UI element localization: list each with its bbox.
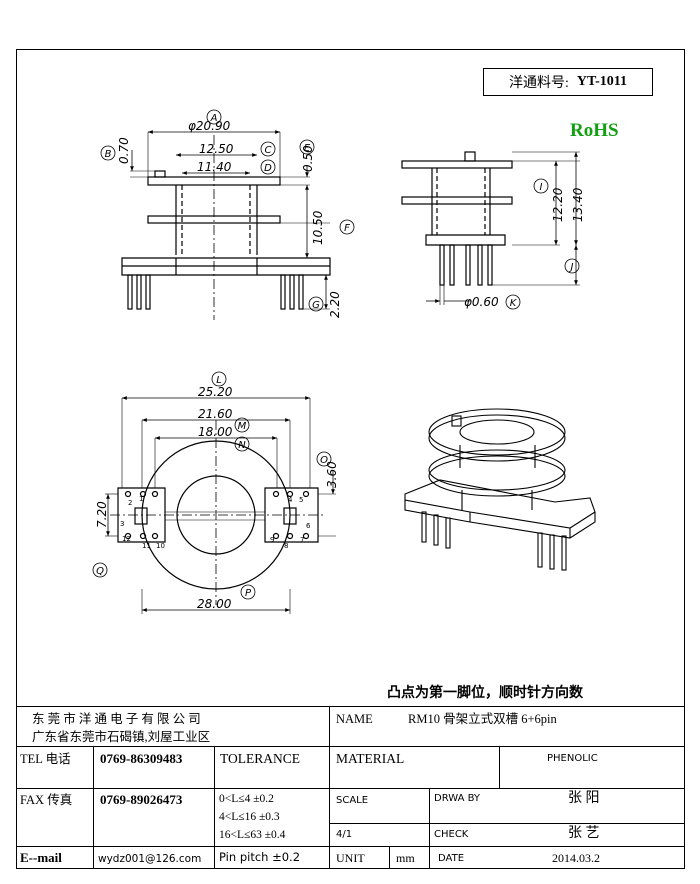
svg-text:12: 12 [122, 535, 131, 543]
front-view-labels: φ20.90 12.50 11.40 0.70 0.50 10.50 2.20 [117, 119, 342, 318]
dim-Q: 7.20 [95, 501, 109, 528]
svg-text:5: 5 [299, 496, 303, 504]
dim-H: 13.40 [571, 187, 585, 222]
tolerance-row-3: 16<L≤63 ±0.4 [219, 829, 286, 841]
side-letters: I J K [510, 182, 574, 309]
svg-text:O: O [320, 455, 328, 466]
dim-P: 28.00 [197, 597, 232, 611]
drawing-sheet [16, 49, 685, 869]
svg-text:4: 4 [288, 496, 293, 504]
svg-text:N: N [238, 440, 246, 451]
side-view-labels: 12.20 13.40 φ0.60 [464, 187, 585, 309]
dim-L: 25.20 [198, 385, 233, 399]
check-value: 张 艺 [568, 826, 600, 841]
svg-text:7: 7 [300, 536, 304, 544]
tolerance-row-4: Pin pitch ±0.2 [219, 850, 301, 864]
dim-N: 18.00 [198, 425, 233, 439]
dim-O: 3.60 [325, 461, 339, 488]
unit-label: UNIT [336, 851, 365, 865]
scale-value: 4/1 [336, 829, 353, 840]
svg-text:9: 9 [270, 536, 274, 544]
dim-G: 2.20 [328, 291, 342, 318]
isometric-view [404, 408, 596, 571]
tolerance-label: TOLERANCE [220, 751, 300, 766]
tolerance-row-2: 4<L≤16 ±0.3 [219, 811, 280, 823]
bottom-view [105, 396, 336, 614]
company-address: 广东省东莞市石碣镇,刘屋工业区 [32, 730, 211, 744]
dim-B: 0.70 [117, 137, 131, 164]
svg-text:M: M [238, 421, 247, 432]
svg-text:10: 10 [156, 542, 165, 550]
svg-text:6: 6 [306, 522, 311, 530]
svg-text:C: C [265, 145, 272, 156]
bottom-view-labels: 25.20 21.60 18.00 28.00 3.60 7.20 [95, 385, 339, 611]
email-value: wydz001@126.com [98, 853, 202, 865]
svg-text:P: P [245, 588, 252, 599]
svg-text:J: J [569, 262, 574, 273]
rohs-mark: RoHS [570, 120, 619, 141]
svg-text:B: B [105, 149, 112, 160]
svg-text:D: D [264, 163, 272, 174]
part-number-value: YT-1011 [576, 74, 627, 89]
front-view [121, 130, 331, 320]
email-label: E--mail [20, 850, 62, 865]
svg-text:L: L [216, 375, 222, 386]
date-label: DATE [438, 853, 465, 864]
svg-text:K: K [510, 298, 518, 309]
bottom-letter-circles [92, 371, 332, 600]
dim-C: 12.50 [199, 142, 234, 156]
svg-text:A: A [210, 113, 218, 124]
company-name: 东 莞 市 洋 通 电 子 有 限 公 司 [32, 712, 201, 726]
dim-M: 21.60 [198, 407, 233, 421]
pin-number-labels: 1 2 3 4 5 6 7 8 9 10 11 12 [120, 495, 311, 550]
svg-text:2: 2 [128, 499, 132, 507]
tolerance-row-1: 0<L≤4 ±0.2 [219, 793, 274, 805]
check-label: CHECK [434, 829, 469, 840]
dim-F: 10.50 [311, 210, 325, 245]
part-name: RM10 骨架立式双槽 6+6pin [408, 712, 557, 726]
material-label: MATERIAL [336, 751, 405, 766]
front-letters: A B C D E F G [105, 113, 351, 311]
bottom-letters: L M N O P Q [96, 375, 328, 599]
dim-E: 0.50 [301, 145, 315, 172]
fax-label: FAX 传真 [20, 793, 73, 807]
svg-text:11: 11 [142, 542, 151, 550]
part-number-label: 洋通料号: [509, 76, 569, 91]
svg-text:Q: Q [96, 566, 104, 577]
part-number-box: 洋通料号: YT-1011 [483, 68, 653, 96]
svg-text:I: I [540, 182, 543, 193]
svg-text:F: F [344, 223, 350, 234]
side-view [401, 151, 580, 305]
technical-drawing: φ20.90 12.50 11.40 0.70 0.50 10.50 2.20 … [92, 109, 596, 701]
dim-D: 11.40 [197, 160, 232, 174]
title-block: 东 莞 市 洋 通 电 子 有 限 公 司 广东省东莞市石碣镇,刘屋工业区 NA… [16, 706, 685, 869]
svg-text:8: 8 [284, 542, 288, 550]
dim-A: φ20.90 [188, 119, 231, 133]
date-value: 2014.03.2 [552, 851, 600, 865]
dim-I: 12.20 [551, 187, 565, 222]
side-letter-circles [505, 178, 580, 310]
svg-text:E: E [304, 143, 311, 154]
unit-value: mm [396, 851, 415, 865]
drawn-by-label: DRWA BY [434, 793, 481, 804]
dim-K: φ0.60 [464, 295, 499, 309]
tel-label: TEL 电话 [20, 752, 71, 766]
svg-text:G: G [312, 300, 320, 311]
scale-label: SCALE [336, 795, 369, 806]
svg-text:3: 3 [120, 520, 124, 528]
pin-direction-note: 凸点为第一脚位，顺时针方向数 [387, 684, 584, 701]
fax-value: 0769-89026473 [100, 792, 183, 807]
tel-value: 0769-86309483 [100, 751, 183, 766]
name-label: NAME [336, 712, 373, 726]
front-letter-circles [100, 109, 355, 312]
material-value: PHENOLIC [547, 753, 598, 764]
svg-text:1: 1 [139, 495, 143, 503]
drawn-by-value: 张 阳 [568, 791, 600, 806]
